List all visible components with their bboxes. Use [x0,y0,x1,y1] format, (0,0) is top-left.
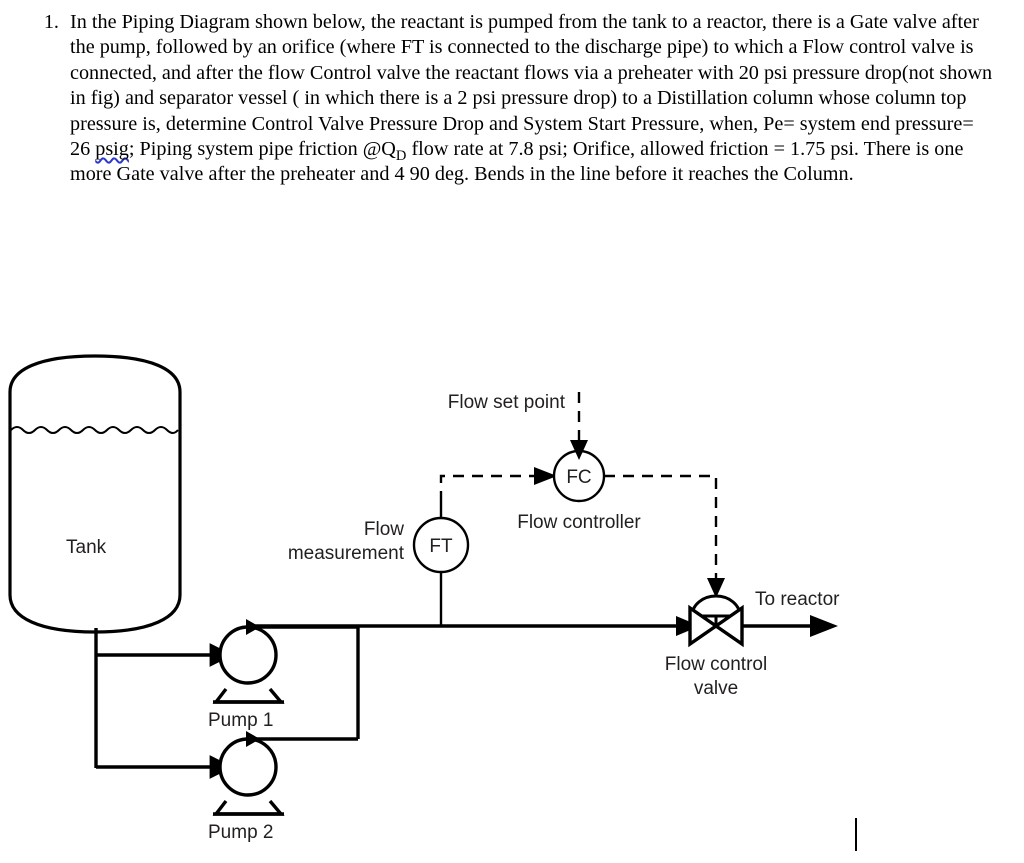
suction-piping [94,628,234,779]
ft-tag-text: FT [429,536,453,557]
flow-measurement-label-line2: measurement [288,543,405,564]
pump-1: Pump 1 [208,619,358,731]
set-point-arrowhead [570,440,588,460]
flow-set-point-signal: Flow set point [448,392,588,460]
fc-valve-arrowhead [707,578,725,598]
question-text-part-2: ; Piping system pipe friction @Q [128,138,396,161]
flow-controller-fc: FC Flow controller [517,449,641,533]
pump1-label: Pump 1 [208,710,273,731]
tank-liquid-level [10,426,179,434]
flow-controller-label: Flow controller [517,512,641,533]
tank-label: Tank [66,537,107,558]
main-pipe-flow-arrow [676,616,700,636]
flow-set-point-label: Flow set point [448,392,566,413]
flow-control-valve: Flow control valve [665,594,767,699]
question-text-part-1: In the Piping Diagram shown below, the r… [70,11,993,161]
pump1-base-icon [212,687,285,704]
tank-outline [8,354,182,634]
flow-control-valve-label-line1: Flow control [665,654,767,675]
text-cursor-caret [855,818,857,851]
pid-svg-canvas: Tank Pump 1 [8,354,840,843]
pump2-label: Pump 2 [208,822,273,843]
pump2-base-icon [212,799,285,816]
outlet-to-reactor: To reactor [742,589,840,637]
ft-fc-arrowhead [534,467,557,485]
to-reactor-label: To reactor [755,589,840,610]
ft-to-fc-signal [439,467,557,502]
question-item: In the Piping Diagram shown below, the r… [64,10,996,188]
piping-diagram: Tank Pump 1 [0,350,1024,863]
misspelled-word-psig: psig [95,138,129,161]
pump2-casing-icon [218,737,278,797]
pump1-casing-icon [218,625,278,685]
valve-body-left-icon [688,604,719,648]
flow-measurement-label-line1: Flow [364,519,404,540]
question-block: In the Piping Diagram shown below, the r… [36,10,996,188]
pump2-discharge-arrow [246,731,260,747]
flow-control-valve-label-line2: valve [694,678,738,699]
fc-tag-text: FC [566,467,591,488]
fc-to-valve-signal [604,474,725,598]
discharge-header [248,572,700,739]
pump-2: Pump 2 [208,731,358,843]
fc-valve-dashed-line [604,474,718,578]
tank-vessel: Tank [8,354,182,634]
subscript-d: D [395,148,407,165]
question-text-part-3: flow rate at 7.8 psi; Orifice, allowed f… [70,138,964,186]
flow-transmitter-ft: FT Flow measurement [288,502,470,574]
question-list: In the Piping Diagram shown below, the r… [36,10,996,188]
ft-fc-dashed-line [439,474,534,502]
reactor-outlet-arrow [810,615,838,637]
